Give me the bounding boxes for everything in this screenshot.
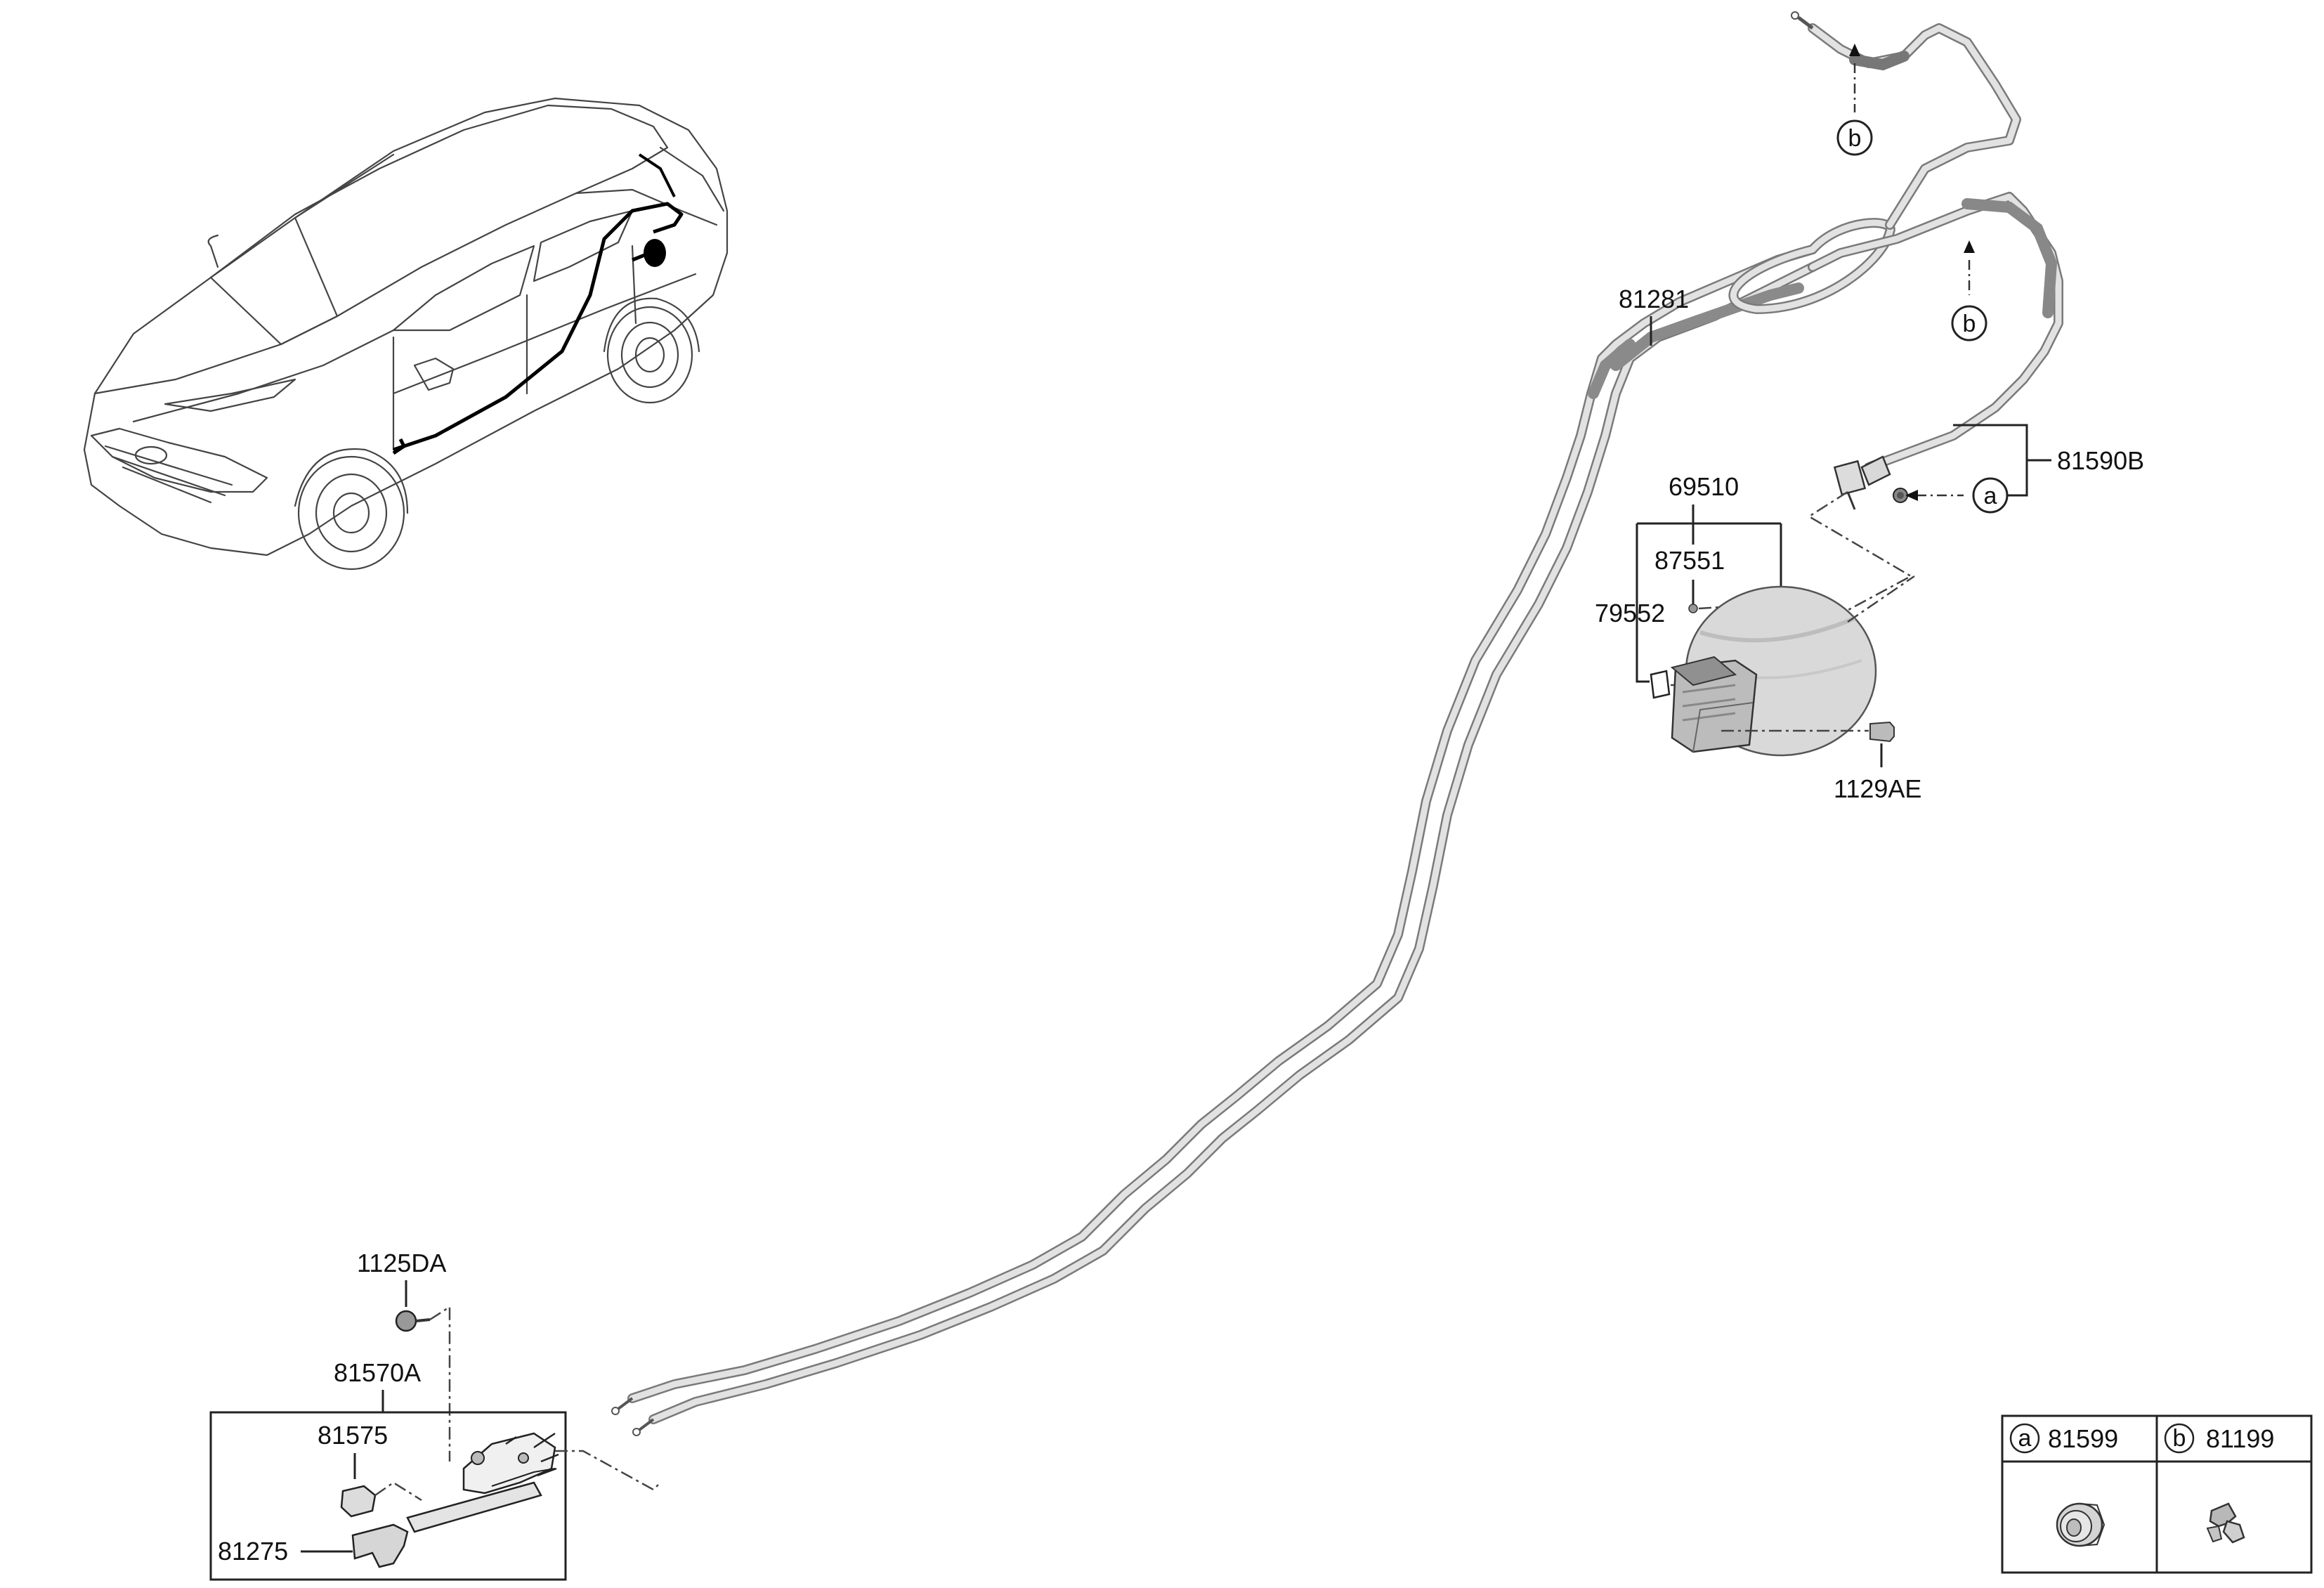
label-81575: 81575 bbox=[318, 1421, 388, 1450]
release-cable-81590b-group: a 81590B bbox=[1807, 424, 2144, 627]
handle-assembly-box bbox=[209, 1411, 567, 1581]
fuel-door-69510-group: 69510 87551 79552 1129AE bbox=[1595, 472, 1921, 803]
label-81281: 81281 bbox=[1619, 285, 1689, 313]
legend-b-letter: b bbox=[2173, 1425, 2186, 1452]
clip-81199-icon bbox=[2206, 1502, 2245, 1544]
label-81281-group: 81281 bbox=[1619, 285, 1689, 346]
label-81275: 81275 bbox=[218, 1537, 288, 1566]
legend-b-part: 81199 bbox=[2206, 1424, 2274, 1453]
label-1129ae: 1129AE bbox=[1834, 774, 1921, 803]
callout-b-letter: b bbox=[1963, 311, 1976, 337]
grommet-81599-icon bbox=[2056, 1502, 2106, 1547]
car-illustration bbox=[83, 97, 729, 571]
legend-a-part: 81599 bbox=[2048, 1424, 2118, 1453]
label-87551: 87551 bbox=[1654, 546, 1725, 575]
callout-b-letter: b bbox=[1848, 125, 1862, 152]
fuel-filler-cable-81281 bbox=[611, 11, 2063, 1436]
label-1125da: 1125DA bbox=[357, 1249, 446, 1277]
label-79552: 79552 bbox=[1595, 599, 1665, 627]
legend-a-letter: a bbox=[2018, 1425, 2032, 1452]
label-69510: 69510 bbox=[1669, 472, 1739, 501]
legend-table: a 81599 b 81199 bbox=[2001, 1414, 2313, 1574]
label-81570a: 81570A bbox=[334, 1358, 421, 1387]
callout-b-right: b bbox=[1951, 240, 1987, 341]
handle-assembly-81570a-group: 1125DA 81570A 81575 81275 bbox=[209, 1249, 661, 1581]
callout-b-upper: b bbox=[1836, 44, 1873, 156]
callout-a-letter: a bbox=[1984, 483, 1997, 509]
label-81590b: 81590B bbox=[2057, 446, 2144, 475]
